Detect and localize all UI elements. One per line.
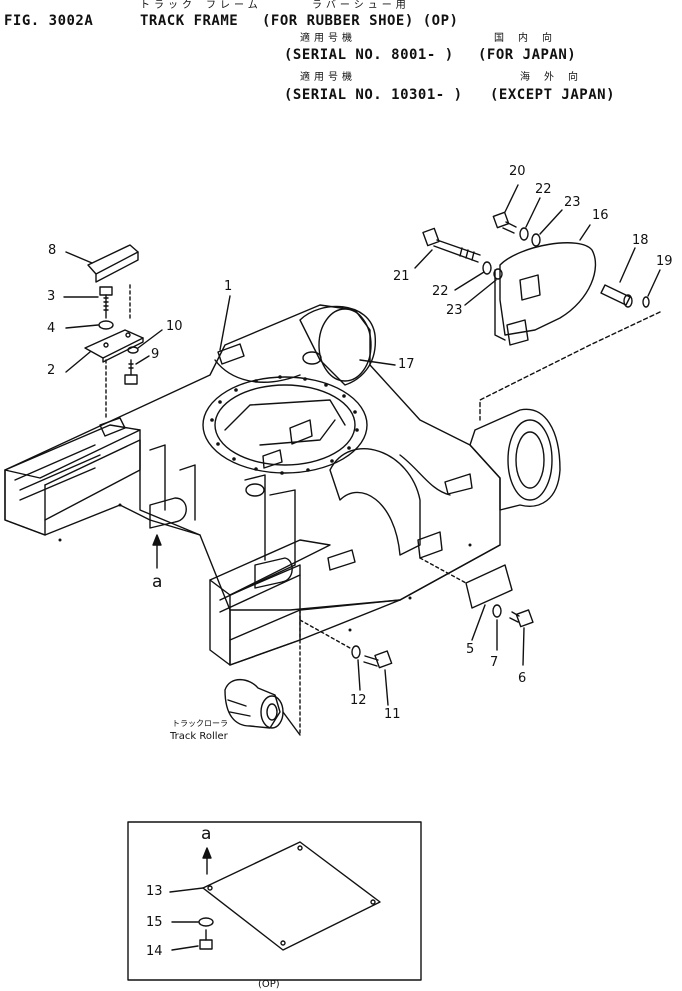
callout-16: 16: [592, 208, 609, 223]
callout-15: 15: [146, 915, 163, 930]
part-4-washer: [66, 321, 113, 329]
track-roller-jp-label: トラックローラ: [172, 719, 228, 728]
market-1: (FOR JAPAN): [478, 47, 577, 63]
callout-21: 21: [393, 269, 410, 284]
callout-1: 1: [224, 279, 233, 294]
track-roller-drawing: [225, 610, 300, 735]
inset-view-label-a: a: [201, 824, 212, 844]
callout-17: 17: [398, 357, 415, 372]
jp-title-a: トラック フレーム: [140, 0, 262, 11]
callout-2: 2: [47, 363, 56, 378]
leader-1: [220, 296, 230, 350]
callout-3: 3: [47, 289, 56, 304]
leader-19-to-frame: [480, 312, 660, 420]
part-11-bolt: [364, 651, 392, 705]
callout-13: 13: [146, 884, 163, 899]
callout-23-upper: 23: [564, 195, 581, 210]
callout-18: 18: [632, 233, 649, 248]
jp-applicable-2: 適用号機: [300, 72, 356, 83]
jp-applicable-1: 適用号機: [300, 33, 356, 44]
part-23-washer-upper: [532, 210, 562, 246]
callout-6: 6: [518, 671, 527, 686]
callout-7: 7: [490, 655, 499, 670]
market-2: (EXCEPT JAPAN): [490, 87, 616, 103]
leader-17: [360, 360, 395, 365]
part-5-cover-plate: [420, 558, 512, 640]
callout-8: 8: [48, 243, 57, 258]
track-frame: [5, 305, 560, 665]
callout-19: 19: [656, 254, 673, 269]
part-2-plate: [66, 282, 143, 420]
part-20-bolt: [493, 185, 518, 233]
part-3-bolt: [64, 287, 112, 318]
callout-22-lower: 22: [432, 284, 449, 299]
callout-22-upper: 22: [535, 182, 552, 197]
figure-number: FIG. 3002A: [4, 13, 94, 29]
part-19-washer: [643, 270, 660, 307]
part-8-cover: [66, 245, 138, 282]
view-arrow-a: [153, 535, 161, 568]
callout-20: 20: [509, 164, 526, 179]
track-roller-label: Track Roller: [170, 731, 228, 742]
jp-market-2: 海 外 向: [520, 72, 583, 83]
serial-range-1: (SERIAL NO. 8001- ): [284, 47, 454, 63]
part-7-washer: [493, 605, 501, 650]
figure-title: TRACK FRAME: [140, 13, 239, 29]
part-12-washer: [300, 620, 360, 690]
part-16-guard-plate: [495, 225, 595, 345]
jp-market-1: 国 内 向: [494, 33, 557, 44]
figure-subtitle: (FOR RUBBER SHOE) (OP): [262, 13, 459, 29]
callout-10: 10: [166, 319, 183, 334]
callout-5: 5: [466, 642, 475, 657]
callout-4: 4: [47, 321, 56, 336]
part-23-washer-lower: [465, 269, 502, 305]
part-22-washer-upper: [520, 198, 540, 240]
part-18-pin: [601, 248, 635, 307]
part-22-washer-lower: [455, 262, 491, 290]
callout-12: 12: [350, 693, 367, 708]
inset-caption: (OP): [258, 979, 280, 990]
callout-23-lower: 23: [446, 303, 463, 318]
part-10-washer: [128, 330, 162, 353]
view-label-a: a: [152, 572, 163, 592]
callout-11: 11: [384, 707, 401, 722]
callout-9: 9: [151, 347, 160, 362]
serial-range-2: (SERIAL NO. 10301- ): [284, 87, 463, 103]
callout-14: 14: [146, 944, 163, 959]
inset-view-a: [128, 822, 421, 980]
jp-title-b: ラバーシュー用: [312, 0, 410, 11]
part-9-bolt: [125, 356, 149, 384]
part-6-bolt: [510, 610, 533, 665]
part-21-long-bolt: [415, 228, 480, 268]
